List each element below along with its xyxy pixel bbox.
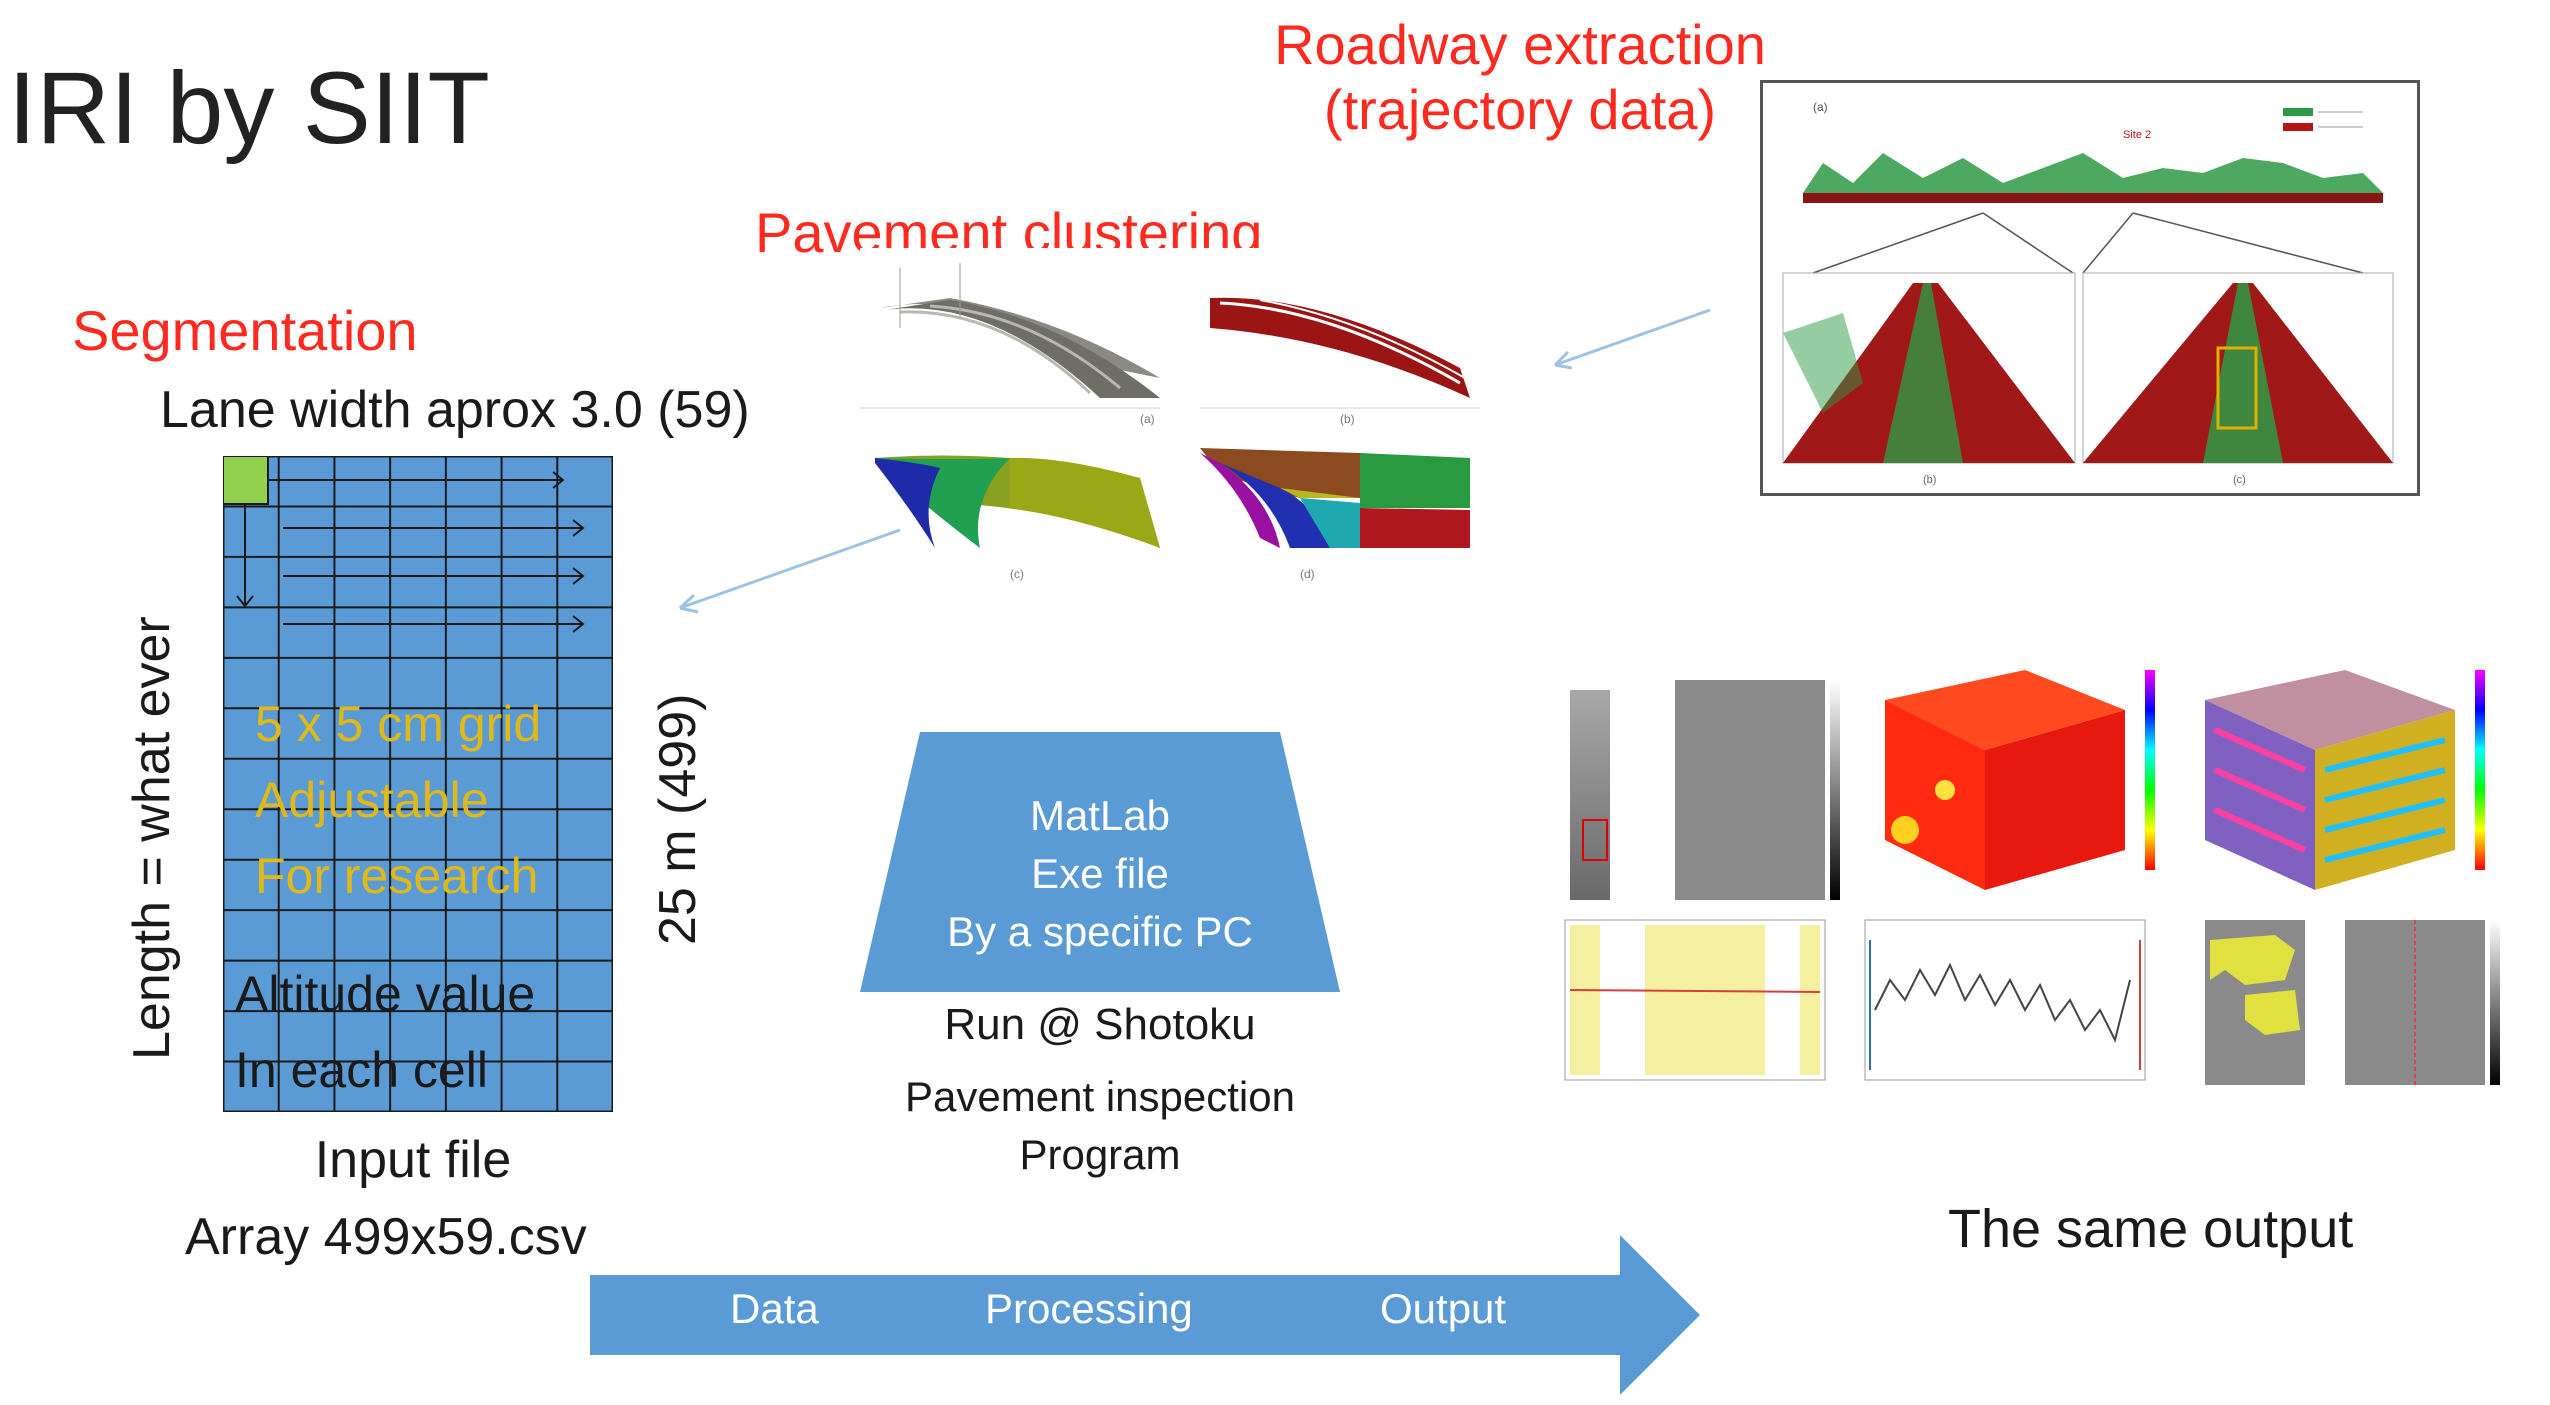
roadway-label-line2: (trajectory data): [1323, 78, 1717, 141]
clustering-panel-c: (c): [875, 455, 1160, 581]
altitude-line-2: In each cell: [235, 1042, 488, 1098]
grid-description: 5 x 5 cm grid Adjustable For research: [255, 686, 541, 914]
roadway-extraction-label: Roadway extraction (trajectory data): [1260, 12, 1780, 142]
output-thumb-7: [2205, 920, 2305, 1085]
roadway-label-line1: Roadway extraction: [1274, 13, 1766, 76]
output-thumb-1: [1570, 690, 1610, 900]
scan-arrow-4: [283, 615, 585, 633]
zoom-lines: [1812, 212, 2364, 274]
program-label: Pavement inspection Program: [860, 1068, 1340, 1184]
matlab-program-box: MatLab Exe file By a specific PC: [860, 732, 1340, 992]
svg-text:(c): (c): [2233, 474, 2246, 486]
grid-svg: [221, 454, 615, 1114]
matlab-line-3: By a specific PC: [947, 908, 1253, 955]
length-label: Length = what ever: [123, 616, 181, 1060]
svg-text:(b): (b): [1923, 474, 1936, 486]
roadway-extraction-figure: (a) Site 2 (b) (c): [1760, 80, 2420, 496]
svg-text:(b): (b): [1340, 412, 1355, 426]
scan-arrow-1: [268, 471, 565, 489]
grid-highlight-cell: [222, 455, 269, 505]
clustering-panel-d: (d): [1200, 448, 1470, 581]
clustering-svg: (a) (b) (c) (d): [860, 263, 1480, 581]
grid-line-3: For research: [255, 848, 539, 904]
clustering-panel-b: (b): [1200, 297, 1480, 426]
program-line-2: Program: [1019, 1131, 1181, 1178]
svg-text:(c): (c): [1010, 567, 1024, 581]
grid-line-1: 5 x 5 cm grid: [255, 696, 542, 752]
scan-arrow-down: [236, 504, 254, 608]
output-figures: [1545, 650, 2535, 1100]
distance-label: 25 m (499): [649, 693, 707, 945]
grid-line-2: Adjustable: [255, 772, 489, 828]
run-at-label: Run @ Shotoku: [944, 1000, 1256, 1049]
matlab-line-2: Exe file: [1031, 850, 1169, 897]
arrow-roadway-to-clustering: [1553, 308, 1711, 370]
roadway-detail-b: (b): [1782, 272, 2076, 486]
output-thumb-4: [2205, 670, 2485, 890]
svg-text:(d): (d): [1300, 567, 1315, 581]
scan-arrow-3: [283, 567, 585, 585]
arrow-clustering-to-grid: [678, 528, 901, 614]
svg-text:(a): (a): [1813, 100, 1828, 114]
pavement-clustering-figure: (a) (b) (c) (d): [860, 248, 1480, 588]
grid-background: [221, 454, 615, 1114]
roadway-svg: (a) Site 2 (b) (c): [1763, 83, 2417, 493]
matlab-line-1: MatLab: [1029, 792, 1171, 839]
output-thumb-2: [1675, 680, 1840, 900]
lane-width-label: Lane width aprox 3.0 (59): [160, 381, 750, 439]
same-output-label: The same output: [1948, 1199, 2354, 1259]
roadway-overview: Site 2: [1803, 108, 2383, 203]
altitude-line-1: Altitude value: [235, 966, 536, 1022]
output-thumb-3: [1885, 670, 2155, 890]
grid-array: 5 x 5 cm grid Adjustable For research Al…: [221, 454, 615, 1114]
clustering-panel-a: (a): [860, 263, 1160, 426]
output-thumb-5: [1564, 919, 1826, 1081]
svg-text:(a): (a): [1140, 412, 1155, 426]
scan-arrow-2: [283, 519, 585, 537]
matlab-text: MatLab Exe file By a specific PC: [860, 787, 1340, 961]
array-file-label: Array 499x59.csv: [185, 1208, 587, 1266]
program-line-1: Pavement inspection: [905, 1073, 1295, 1120]
page-title: IRI by SIIT: [8, 51, 490, 165]
svg-text:Site 2: Site 2: [2123, 129, 2151, 141]
altitude-description: Altitude value In each cell: [235, 956, 535, 1108]
output-thumb-8: [2345, 920, 2500, 1085]
scan-arrows: [236, 471, 585, 633]
input-file-label: Input file: [314, 1131, 512, 1189]
flow-arrow-shape: [590, 1235, 1700, 1395]
grid-lines: [223, 456, 613, 1112]
output-svg: [1564, 670, 2500, 1085]
flow-stage-output: Output: [1380, 1285, 1507, 1332]
segmentation-label: Segmentation: [72, 299, 418, 362]
matlab-trapezoid: [860, 732, 1340, 992]
flow-stage-processing: Processing: [985, 1285, 1193, 1332]
flow-arrow: Data Processing Output: [590, 1235, 1705, 1395]
roadway-detail-c: (c): [2082, 272, 2394, 486]
flow-stage-data: Data: [730, 1285, 819, 1332]
output-thumb-6: [1864, 919, 2146, 1081]
